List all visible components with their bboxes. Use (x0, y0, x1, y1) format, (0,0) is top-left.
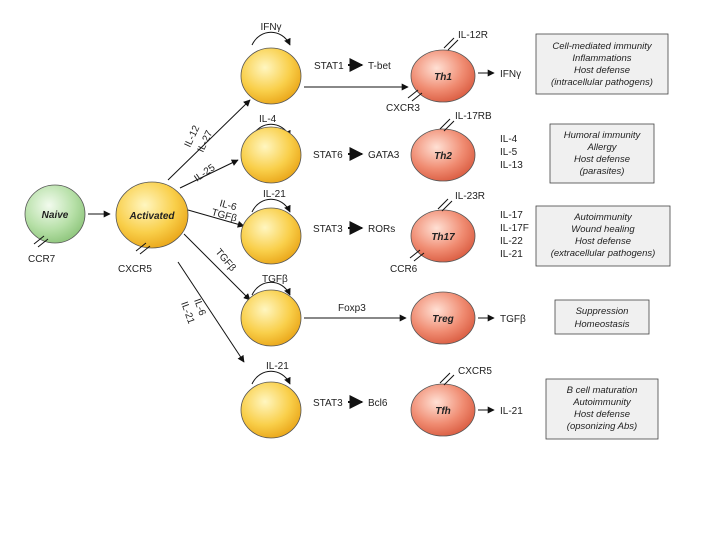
row-treg: TGFβ Foxp3 Treg TGFβ Suppression Homeost… (240, 274, 650, 347)
tfh-output-1: IL-21 (500, 406, 523, 417)
row-th1: IFNγ STAT1 T-bet Th1 IL-12R CXCR3 IFNγ C… (240, 22, 669, 114)
treg-function-1: Suppression (576, 306, 629, 317)
th2-function-1: Humoral immunity (564, 130, 642, 141)
tfh-label: Tfh (435, 406, 451, 417)
tfh-receptor-top: CXCR5 (458, 366, 492, 377)
tfh-pathway-tf: STAT3 (313, 398, 343, 409)
treg-loop-arrow (251, 281, 291, 296)
tfh-precursor-cell (240, 381, 302, 439)
th17-induce-1: IL-6 (218, 198, 238, 213)
th2-output-1: IL-4 (500, 134, 518, 145)
treg-function-2: Homeostasis (575, 319, 630, 330)
th1-output-1: IFNγ (500, 69, 521, 80)
th1-loop-cytokine: IFNγ (260, 22, 281, 33)
th2-function-4: (parasites) (580, 166, 625, 177)
th2-function-2: Allergy (586, 142, 617, 153)
treg-loop-cytokine: TGFβ (262, 274, 288, 285)
th1-cell (410, 49, 476, 103)
th1-pathway-target: T-bet (368, 61, 391, 72)
treg-precursor-cell (240, 289, 302, 347)
tfh-function-3: Host defense (574, 409, 630, 420)
th17-receptor-top: IL-23R (455, 191, 485, 202)
treg-cell (410, 291, 476, 345)
th17-output-1: IL-17 (500, 210, 523, 221)
th17-function-3: Host defense (575, 236, 631, 247)
th17-pathway-tf: STAT3 (313, 224, 343, 235)
th17-receptor-bottom: CCR6 (390, 264, 418, 275)
tfh-function-1: B cell maturation (567, 385, 638, 396)
tfh-loop-arrow (251, 370, 291, 385)
th2-induce-1: IL-25 (192, 162, 217, 184)
treg-label: Treg (432, 314, 454, 325)
arrow-to-th2 (179, 159, 239, 189)
tfh-loop-cytokine: IL-21 (266, 361, 289, 372)
treg-induce-1: TGFβ (213, 247, 238, 274)
th1-function-4: (intracellular pathogens) (551, 77, 653, 88)
activated-cell-group: Activated CXCR5 (115, 181, 189, 275)
th17-output-3: IL-22 (500, 236, 523, 247)
row-th17: IL-21 STAT3 RORs Th17 IL-23R CCR6 IL-17 … (240, 189, 671, 275)
arrow-to-treg (183, 233, 251, 301)
th2-precursor-cell (240, 126, 302, 184)
th17-pathway-target: RORs (368, 224, 395, 235)
tfh-function-4: (opsonizing Abs) (567, 421, 637, 432)
th2-receptor-top: IL-17RB (455, 111, 492, 122)
activated-cell (115, 181, 189, 249)
th1-precursor-cell (240, 47, 302, 105)
th2-function-box (549, 123, 655, 184)
th2-pathway-target: GATA3 (368, 150, 400, 161)
th1-receptor-top: IL-12R (458, 30, 488, 41)
th17-function-1: Autoimmunity (573, 212, 633, 223)
arrow-to-th17 (187, 209, 245, 228)
activated-label: Activated (128, 211, 175, 222)
th2-label: Th2 (434, 151, 452, 162)
th17-loop-cytokine: IL-21 (263, 189, 286, 200)
th2-pathway-tf: STAT6 (313, 150, 343, 161)
naive-receptor-label: CCR7 (28, 254, 56, 265)
arrow-to-tfh (177, 261, 245, 363)
th2-cell (410, 128, 476, 182)
th17-function-2: Wound healing (571, 224, 635, 235)
th2-output-3: IL-13 (500, 160, 523, 171)
activated-receptor-label: CXCR5 (118, 264, 152, 275)
arrow-to-th1 (167, 99, 251, 181)
th17-output-4: IL-21 (500, 249, 523, 260)
th17-function-4: (extracellular pathogens) (551, 248, 656, 259)
treg-function-box (554, 299, 650, 335)
tfh-function-2: Autoimmunity (572, 397, 632, 408)
th1-loop-arrow (251, 31, 291, 46)
th17-output-2: IL-17F (500, 223, 529, 234)
naive-cell-group: Naive CCR7 (24, 184, 86, 265)
th1-function-2: Inflammations (572, 53, 631, 64)
row-tfh: IL-21 STAT3 Bcl6 Tfh CXCR5 IL-21 B cell … (240, 361, 659, 440)
th17-loop-arrow (251, 198, 291, 213)
th17-label: Th17 (431, 232, 455, 243)
tfh-pathway-target: Bcl6 (368, 398, 388, 409)
naive-label: Naive (42, 210, 69, 221)
th1-pathway-tf: STAT1 (314, 61, 344, 72)
treg-pathway-tf: Foxp3 (338, 303, 366, 314)
th17-precursor-cell (240, 207, 302, 265)
tfh-function-box (545, 378, 659, 440)
th17-function-box (535, 205, 671, 267)
th1-function-box (535, 33, 669, 95)
tfh-cell (410, 383, 476, 437)
activated-receptor-mark (135, 242, 151, 255)
treg-output-1: TGFβ (500, 314, 526, 325)
row-th2: IL-4 STAT6 GATA3 Th2 IL-17RB IL-4 IL-5 I… (240, 111, 655, 184)
th2-loop-cytokine: IL-4 (259, 114, 277, 125)
th2-function-3: Host defense (574, 154, 630, 165)
th1-receptor-bottom: CXCR3 (386, 103, 420, 114)
naive-receptor-mark (33, 235, 49, 248)
naive-cell (24, 184, 86, 244)
th1-function-1: Cell-mediated immunity (552, 41, 653, 52)
th1-label: Th1 (434, 72, 452, 83)
th2-output-2: IL-5 (500, 147, 518, 158)
th1-function-3: Host defense (574, 65, 630, 76)
